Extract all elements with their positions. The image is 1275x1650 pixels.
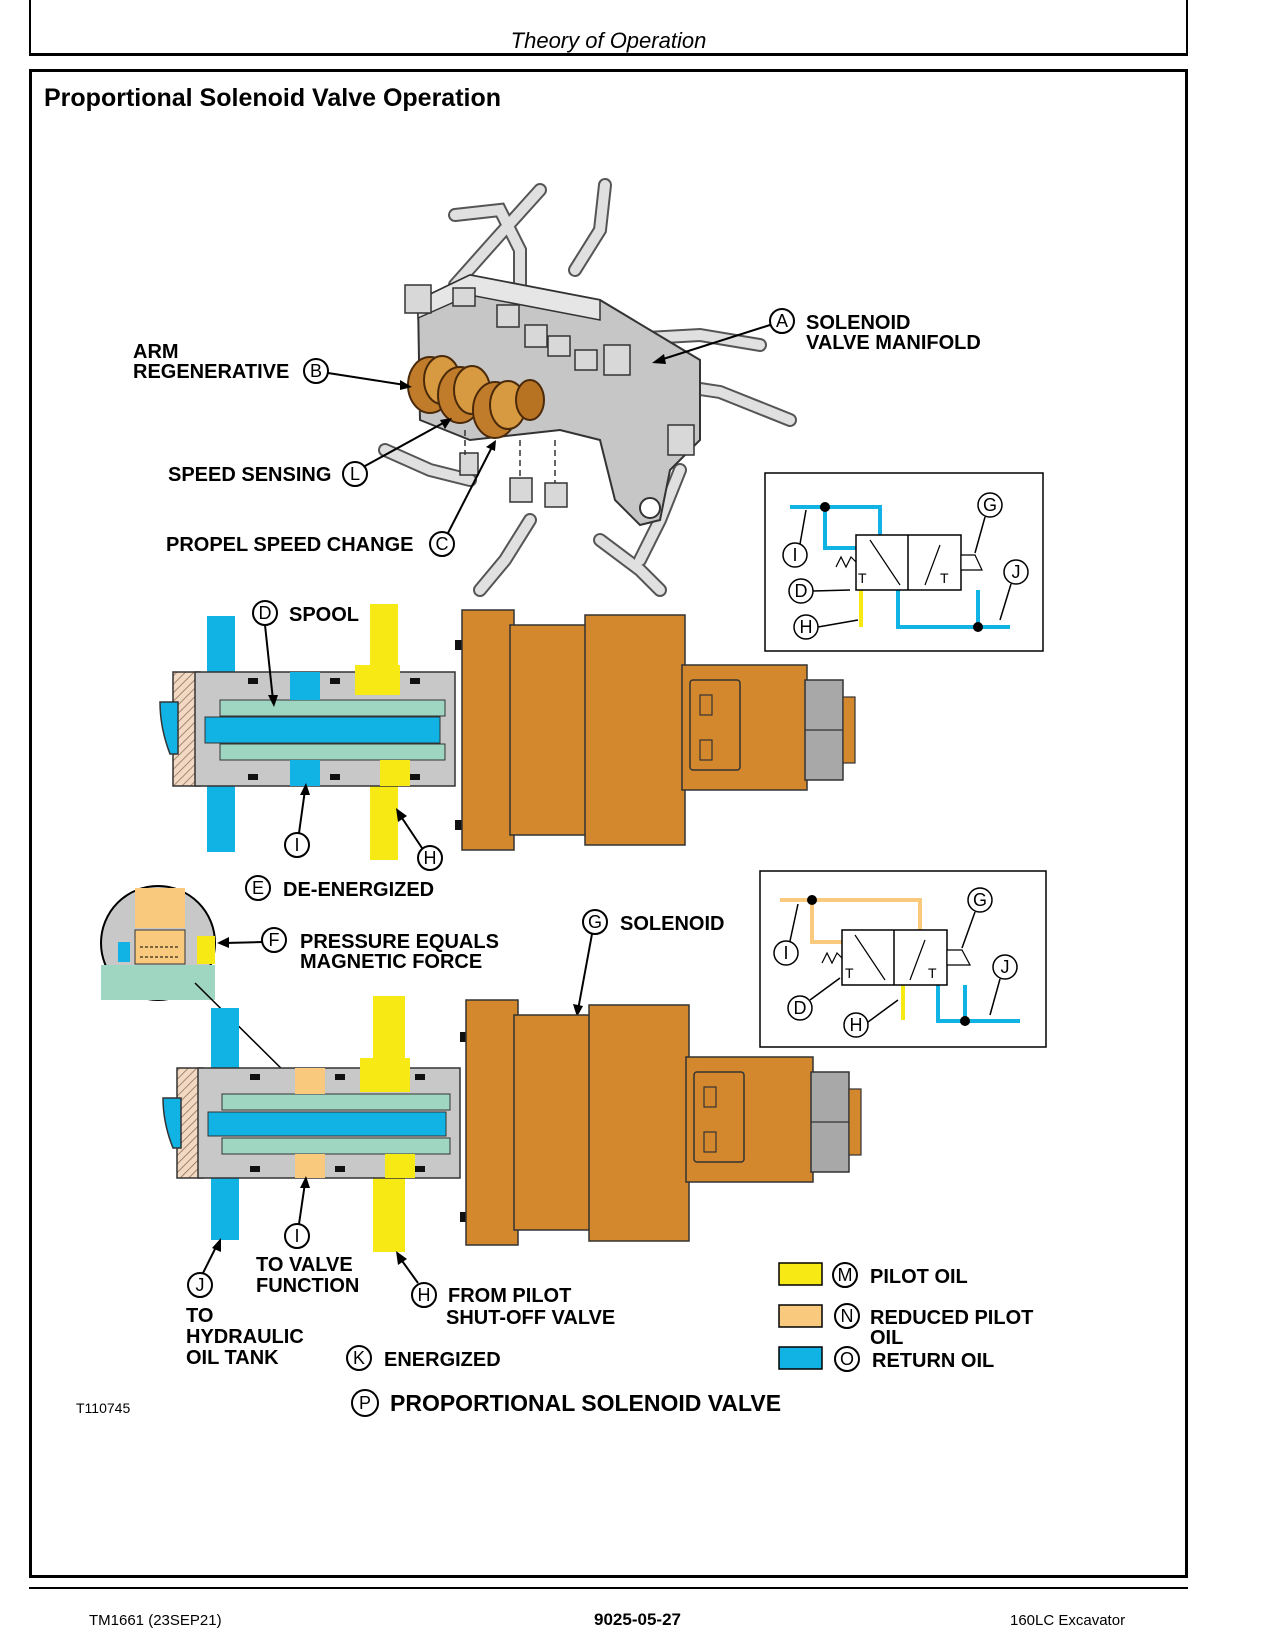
svg-text:N: N [841,1306,854,1326]
svg-text:ENERGIZED: ENERGIZED [384,1349,501,1371]
callout-g-solenoid: G SOLENOID [573,909,724,1017]
svg-text:VALVE MANIFOLD: VALVE MANIFOLD [806,332,981,354]
figure-id: T110745 [76,1400,130,1416]
valve-energized [162,996,862,1252]
svg-text:A: A [776,311,788,331]
svg-text:T: T [928,965,937,981]
svg-text:SOLENOID: SOLENOID [806,312,910,334]
callout-c: PROPEL SPEED CHANGE C [166,440,496,557]
svg-text:REGENERATIVE: REGENERATIVE [133,361,289,383]
svg-text:RETURN OIL: RETURN OIL [872,1350,994,1372]
svg-text:J: J [196,1275,205,1295]
svg-text:T110745: T110745 [76,1400,130,1416]
footer-rule [29,1587,1188,1589]
svg-text:I: I [792,545,797,565]
svg-text:TO: TO [186,1305,213,1327]
svg-text:J: J [1012,562,1021,582]
svg-text:DE-ENERGIZED: DE-ENERGIZED [283,879,434,901]
svg-text:D: D [259,603,272,623]
svg-text:PILOT OIL: PILOT OIL [870,1266,968,1288]
svg-text:H: H [424,848,437,868]
callout-i-energized: I TO VALVE FUNCTION [256,1176,359,1297]
svg-text:G: G [588,912,602,932]
svg-text:T: T [940,570,949,586]
svg-text:D: D [795,581,808,601]
svg-text:PRESSURE EQUALS: PRESSURE EQUALS [300,931,499,953]
callout-f: F PRESSURE EQUALS MAGNETIC FORCE [217,927,499,973]
svg-text:I: I [294,1226,299,1246]
svg-text:T: T [845,965,854,981]
svg-text:SOLENOID: SOLENOID [620,913,724,935]
footer-model: 160LC Excavator [1010,1612,1126,1629]
schematic-de-energized: T T I D H G J [764,472,1044,652]
svg-text:FUNCTION: FUNCTION [256,1275,359,1297]
svg-text:M: M [838,1265,853,1285]
callout-j: J TO HYDRAULIC OIL TANK [186,1238,304,1369]
svg-text:L: L [350,464,360,484]
callout-h-energized: H FROM PILOT SHUT-OFF VALVE [396,1251,615,1329]
callout-a: A SOLENOID VALVE MANIFOLD [652,308,981,364]
magnified-detail [100,885,328,1118]
svg-text:P: P [359,1393,371,1413]
svg-text:D: D [794,998,807,1018]
footer-manual-id: TM1661 (23SEP21) [89,1612,222,1629]
section-title: Proportional Solenoid Valve Operation [44,84,502,112]
svg-text:K: K [353,1348,365,1368]
svg-text:OIL: OIL [870,1327,903,1349]
callout-l: SPEED SENSING L [168,418,452,487]
svg-text:E: E [252,878,264,898]
svg-text:H: H [418,1285,431,1305]
svg-text:J: J [1001,957,1010,977]
callout-e: E DE-ENERGIZED [245,875,434,901]
header-title: Theory of Operation [510,28,707,53]
svg-text:I: I [294,835,299,855]
footer-page-number: 9025-05-27 [594,1610,681,1629]
svg-text:MAGNETIC FORCE: MAGNETIC FORCE [300,951,482,973]
svg-text:G: G [983,495,997,515]
svg-text:ARM: ARM [133,341,179,363]
svg-text:B: B [310,361,322,381]
svg-text:F: F [269,930,280,950]
content-frame [29,69,1188,1578]
svg-text:FROM PILOT: FROM PILOT [448,1285,571,1307]
svg-text:OIL TANK: OIL TANK [186,1347,279,1369]
svg-text:O: O [840,1349,854,1369]
callout-k: K ENERGIZED [346,1345,501,1371]
svg-text:G: G [973,890,987,910]
svg-text:PROPORTIONAL SOLENOID VALVE: PROPORTIONAL SOLENOID VALVE [390,1390,781,1416]
svg-text:T: T [858,570,867,586]
callout-i-de-energized: I [284,783,310,858]
svg-text:HYDRAULIC: HYDRAULIC [186,1326,304,1348]
solenoid-manifold-illustration [378,178,797,597]
svg-text:SPEED SENSING: SPEED SENSING [168,464,331,486]
header-box: Theory of Operation [29,0,1188,56]
callout-b: ARM REGENERATIVE B [133,341,412,390]
svg-text:H: H [850,1015,863,1035]
svg-text:PROPEL SPEED CHANGE: PROPEL SPEED CHANGE [166,534,413,556]
svg-text:TO VALVE: TO VALVE [256,1254,353,1276]
svg-text:SHUT-OFF VALVE: SHUT-OFF VALVE [446,1307,615,1329]
svg-text:H: H [800,617,813,637]
callout-h-de-energized: H [396,808,443,871]
callout-d-spool: D SPOOL [252,600,359,707]
color-legend: M PILOT OIL N REDUCED PILOT OIL O RETURN… [778,1262,1033,1372]
svg-text:SPOOL: SPOOL [289,604,359,626]
valve-de-energized [159,604,856,860]
schematic-energized: T T I D H G J [759,870,1047,1048]
svg-text:REDUCED PILOT: REDUCED PILOT [870,1307,1033,1329]
callout-p-caption: P PROPORTIONAL SOLENOID VALVE [351,1389,781,1417]
svg-text:C: C [436,534,449,554]
svg-text:I: I [783,943,788,963]
